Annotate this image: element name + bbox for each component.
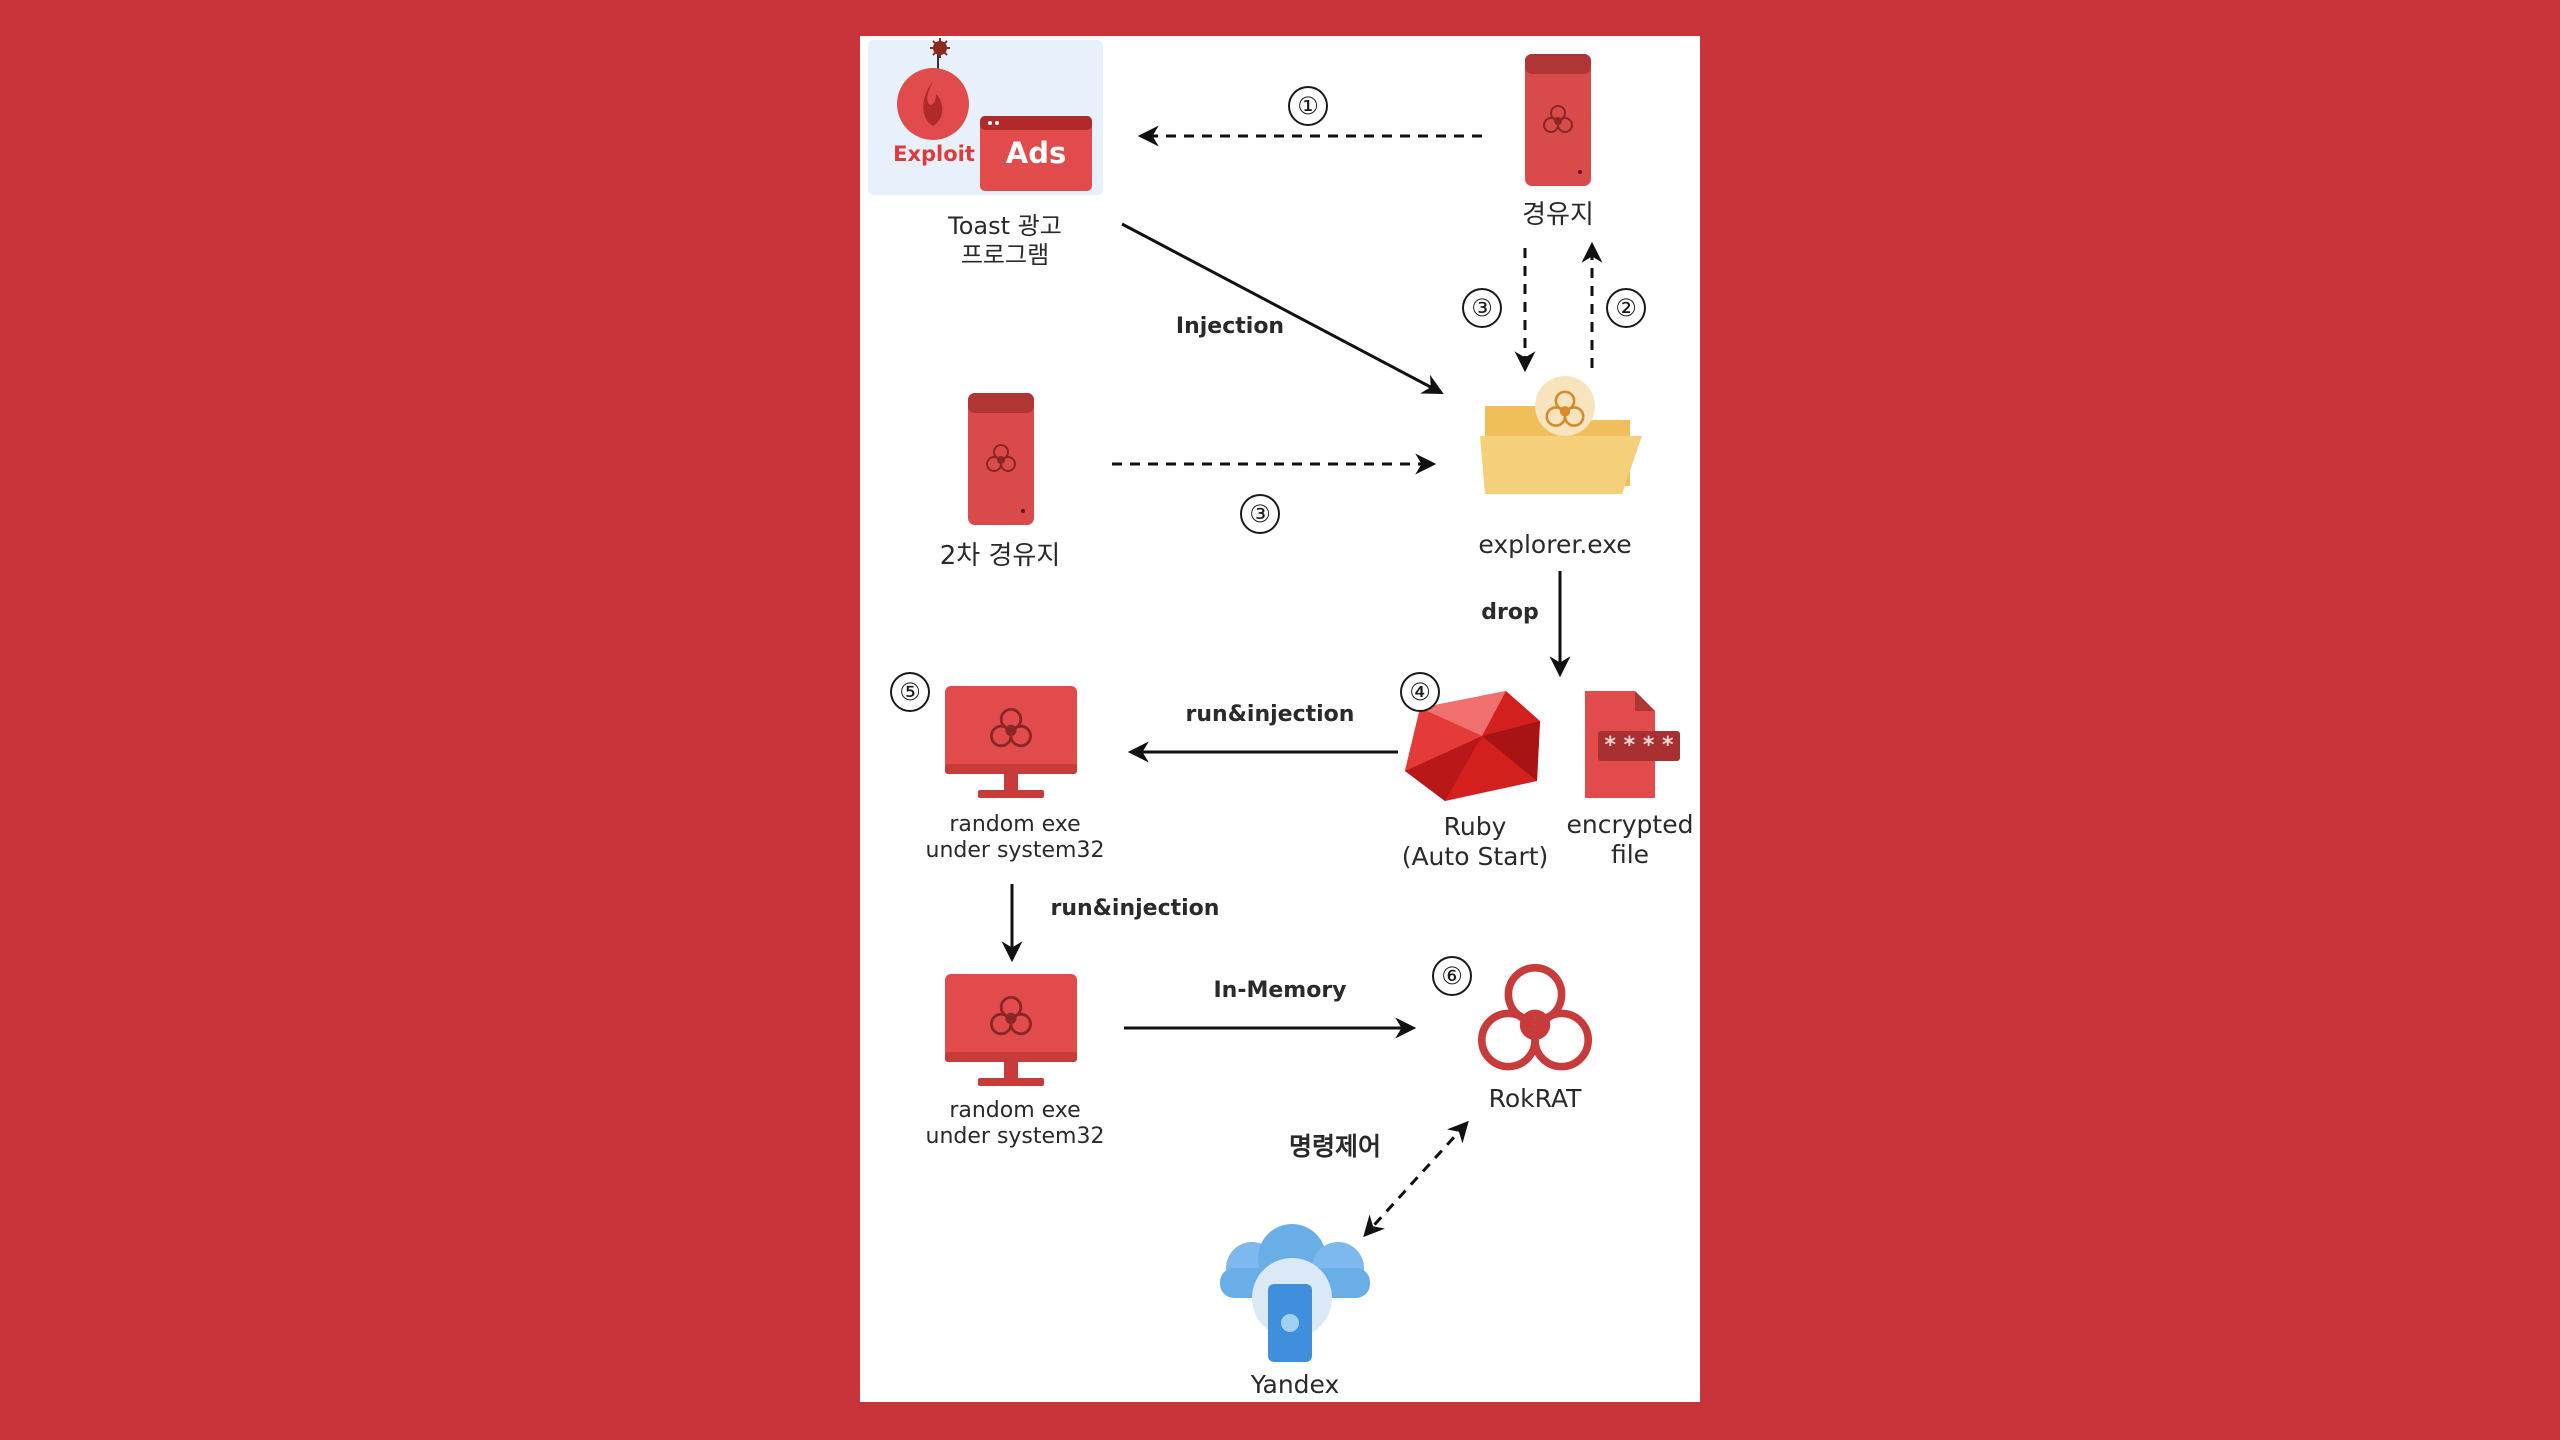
yandex-cloud-icon (1220, 1224, 1370, 1362)
waypoint-phone-icon (1525, 54, 1591, 186)
step-3-badge-mid: ③ (1240, 494, 1280, 534)
encrypted-mask-text: * * * * (1604, 733, 1674, 758)
waypoint-label: 경유지 (1522, 200, 1594, 230)
diagram-canvas (868, 38, 1680, 1362)
ads-text: Ads (1005, 136, 1067, 170)
step-1-badge: ① (1288, 86, 1328, 126)
run-injection-1-edge-label: run&injection (1185, 702, 1355, 727)
in-memory-edge-label: In-Memory (1213, 978, 1347, 1003)
toast-ads-icon (868, 38, 1103, 195)
encrypted-file-icon (1585, 691, 1680, 798)
yandex-label: Yandex (1250, 1370, 1340, 1399)
explorer-label: explorer.exe (1478, 530, 1632, 559)
secondary-waypoint-phone-icon (968, 393, 1034, 525)
rokrat-biohazard-icon (1482, 968, 1588, 1067)
random-exe-2-label: random exe under system32 (925, 1098, 1105, 1150)
arrow-command-control (1363, 1120, 1469, 1238)
run-injection-2-edge-label: run&injection (1050, 896, 1220, 921)
step-4-badge: ④ (1400, 672, 1440, 712)
ads-window-icon (980, 116, 1092, 191)
diagram-panel: Exploit Ads * * * * Toast 광고 프로그램 경유지 2차… (860, 36, 1700, 1402)
rokrat-label: RokRAT (1488, 1084, 1582, 1113)
toast-label: Toast 광고 프로그램 (948, 212, 1062, 269)
monitor-icon-2 (945, 974, 1077, 1086)
step-2-badge: ② (1606, 288, 1646, 328)
encrypted-label: encrypted file (1566, 810, 1694, 869)
random-exe-1-label: random exe under system32 (925, 812, 1105, 864)
step-5-badge: ⑤ (890, 672, 930, 712)
injection-edge-label: Injection (1175, 314, 1285, 339)
drop-edge-label: drop (1481, 600, 1539, 625)
ruby-gem-icon (1405, 691, 1540, 801)
ruby-label: Ruby (Auto Start) (1401, 812, 1549, 871)
explorer-folder-icon (1480, 376, 1642, 494)
monitor-icon-1 (945, 686, 1077, 798)
step-3-badge-top: ③ (1462, 288, 1502, 328)
step-6-badge: ⑥ (1432, 956, 1472, 996)
spark-icon (930, 38, 950, 58)
secondary-waypoint-label: 2차 경유지 (939, 541, 1061, 571)
exploit-text: Exploit (893, 142, 975, 166)
arrow-injection (1121, 222, 1444, 394)
command-control-edge-label: 명령제어 (1288, 1132, 1381, 1161)
